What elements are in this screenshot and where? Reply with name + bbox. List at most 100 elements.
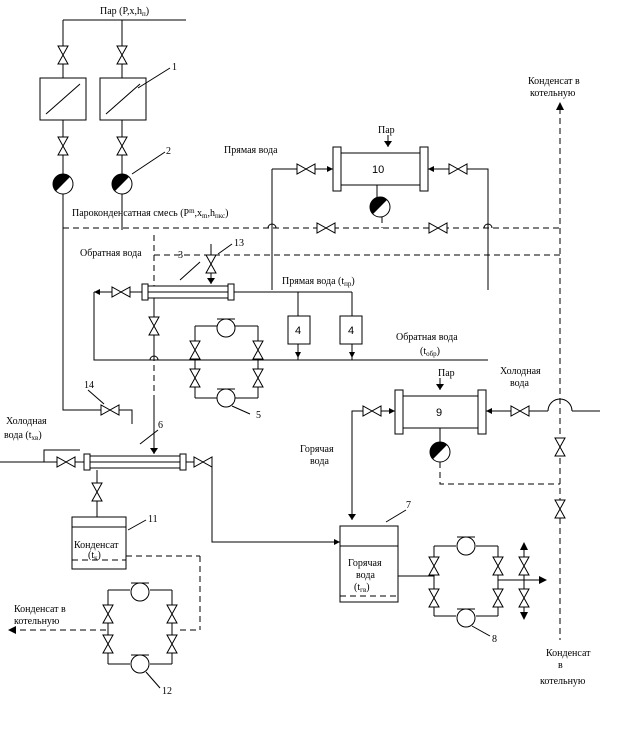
valve-icon — [362, 405, 382, 417]
valve-icon — [102, 604, 114, 624]
label-hot-water-tank-1: Горячая — [348, 558, 382, 569]
pump-icon — [130, 654, 150, 674]
number-4b: 4 — [348, 325, 354, 337]
number-12: 12 — [162, 686, 172, 697]
label-return-water-right: Обратная вода — [396, 332, 458, 343]
number-6: 6 — [158, 420, 163, 431]
consumer-4b — [339, 315, 363, 345]
valve-icon — [492, 556, 504, 576]
valve-icon — [116, 45, 128, 65]
number-7: 7 — [406, 500, 411, 511]
valve-icon — [296, 163, 316, 175]
number-11: 11 — [148, 514, 158, 525]
pump-icon — [216, 388, 236, 408]
pump-icon — [216, 318, 236, 338]
label-cold-water-left-1: Холодная — [6, 416, 47, 427]
label-condensate-bottom-left-1: Конденсат в — [14, 604, 66, 615]
pump-icon — [456, 536, 476, 556]
valve-icon — [428, 588, 440, 608]
pump-group-12 — [8, 582, 178, 689]
valve-icon — [57, 45, 69, 65]
label-condensate-top-2: котельную — [530, 88, 576, 99]
steam-supply-section — [39, 19, 186, 230]
valve-icon — [166, 604, 178, 624]
hot-water-tank-7 — [339, 509, 434, 603]
number-3: 3 — [178, 250, 183, 261]
valve-icon — [554, 437, 566, 457]
valve-icon — [448, 163, 468, 175]
label-hot-water-tank-2: вода — [356, 570, 375, 581]
consumer-4a — [287, 315, 311, 345]
bypass-14 — [62, 230, 133, 424]
valve-icon — [193, 456, 213, 468]
steam-trap-icon — [52, 173, 74, 195]
valve-icon — [492, 588, 504, 608]
valve-icon — [148, 316, 160, 336]
valve-icon — [428, 556, 440, 576]
pump-group-8 — [428, 536, 547, 637]
heater-6 — [0, 355, 340, 545]
steam-trap-icon — [111, 173, 133, 195]
label-return-water-left: Обратная вода — [80, 248, 142, 259]
valve-icon — [316, 222, 336, 234]
label-cold-water-right-1: Холодная — [500, 366, 541, 377]
number-4a: 4 — [295, 325, 301, 337]
valve-icon — [100, 404, 120, 416]
valve-icon — [91, 482, 103, 502]
label-hot-water-mid-2: вода — [310, 456, 329, 467]
item-numbers: 1 2 3 4 4 5 6 7 8 9 10 11 12 13 14 — [84, 62, 497, 697]
number-13: 13 — [234, 238, 244, 249]
valve-icon — [56, 456, 76, 468]
number-5: 5 — [256, 410, 261, 421]
valve-icon — [189, 340, 201, 360]
number-14: 14 — [84, 380, 94, 391]
label-hot-water-tank-t: (tгв) — [354, 582, 370, 594]
valve-icon — [252, 368, 264, 388]
pump-icon — [456, 608, 476, 628]
number-9: 9 — [436, 407, 442, 419]
steam-trap-icon — [429, 441, 451, 463]
label-steam-10: Пар — [378, 125, 395, 136]
mixture-line — [63, 217, 560, 400]
pump-group-5 — [189, 318, 264, 415]
valve-icon — [111, 286, 131, 298]
steam-trap-icon — [369, 196, 391, 218]
label-steam-top: Пар (P,x,hп) — [100, 6, 149, 18]
valve-icon — [428, 222, 448, 234]
label-return-water-right-t: (tобр) — [420, 346, 440, 358]
label-condensate-tank: Конденсат — [74, 540, 119, 551]
pump-icon — [130, 582, 150, 602]
number-2: 2 — [166, 146, 171, 157]
valve-icon — [510, 405, 530, 417]
label-condensate-top-1: Конденсат в — [528, 76, 580, 87]
label-condensate-bottom-right-2: в — [558, 660, 563, 671]
label-direct-water-mid: Прямая вода (tпр) — [282, 276, 355, 288]
valve-icon — [518, 556, 530, 576]
number-8: 8 — [492, 634, 497, 645]
label-condensate-bottom-right-3: котельную — [540, 676, 586, 687]
number-10: 10 — [372, 164, 384, 176]
valve-icon — [102, 634, 114, 654]
label-condensate-tank-t: (tк) — [88, 550, 101, 562]
label-condensate-bottom-left-2: котельную — [14, 616, 60, 627]
valve-icon — [116, 136, 128, 156]
valve-icon — [205, 254, 217, 274]
label-mixture: Пароконденсатная смесь (Pm,xm,hпкс) — [72, 207, 228, 220]
heater-9 — [348, 378, 600, 520]
valve-icon — [554, 499, 566, 519]
number-1: 1 — [172, 62, 177, 73]
labels: Пар (P,x,hп) Пар Пар Конденсат в котельн… — [4, 6, 591, 687]
valve-icon — [166, 634, 178, 654]
label-direct-water-top: Прямая вода — [224, 145, 278, 156]
valve-icon — [518, 588, 530, 608]
label-cold-water-right-2: вода — [510, 378, 529, 389]
label-condensate-bottom-right-1: Конденсат — [546, 648, 591, 659]
heater-10 — [271, 135, 489, 290]
label-cold-water-left-2: вода (tхв) — [4, 430, 42, 442]
condensate-tank-11 — [71, 516, 201, 631]
valve-icon — [57, 136, 69, 156]
label-hot-water-mid-1: Горячая — [300, 444, 334, 455]
valve-icon — [252, 340, 264, 360]
condensate-line-top-right — [554, 102, 566, 640]
